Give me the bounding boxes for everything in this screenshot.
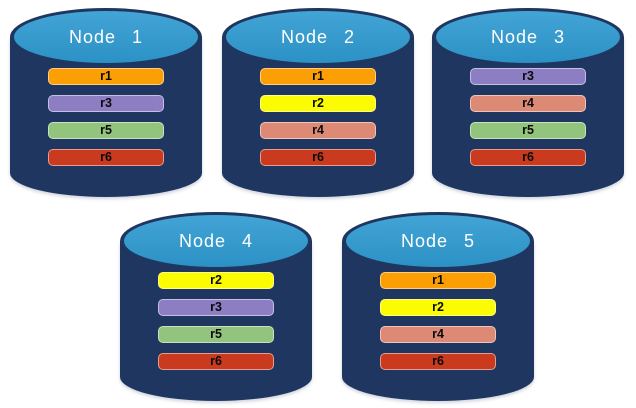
partition-list: r2 r3 r5 r6 xyxy=(158,272,274,380)
partition-bar-r5: r5 xyxy=(48,122,164,139)
partition-label: r1 xyxy=(432,273,444,288)
node-2: Node 2 r1 r2 r4 r6 xyxy=(222,8,414,197)
cylinder-body xyxy=(342,241,534,401)
partition-label: r1 xyxy=(312,69,324,84)
partition-bar-r1: r1 xyxy=(380,272,496,289)
partition-bar-r5: r5 xyxy=(158,326,274,343)
partition-bar-r6: r6 xyxy=(470,149,586,166)
partition-label: r1 xyxy=(100,69,112,84)
node-label: Node 2 xyxy=(281,26,355,47)
partition-bar-r4: r4 xyxy=(260,122,376,139)
partition-bar-r1: r1 xyxy=(260,68,376,85)
partition-bar-r1: r1 xyxy=(48,68,164,85)
partition-list: r1 r2 r4 r6 xyxy=(260,68,376,176)
partition-list: r1 r3 r5 r6 xyxy=(48,68,164,176)
node-label: Node 4 xyxy=(179,230,253,251)
node-4: Node 4 r2 r3 r5 r6 xyxy=(120,212,312,401)
partition-label: r6 xyxy=(100,150,112,165)
partition-label: r3 xyxy=(100,96,112,111)
partition-label: r5 xyxy=(100,123,112,138)
cylinder-top-face: Node 4 xyxy=(124,215,308,267)
partition-bar-r4: r4 xyxy=(380,326,496,343)
cylinder-body xyxy=(432,37,624,197)
node-label: Node 5 xyxy=(401,230,475,251)
partition-bar-r2: r2 xyxy=(158,272,274,289)
cylinder-top-face: Node 1 xyxy=(14,11,198,63)
partition-bar-r6: r6 xyxy=(158,353,274,370)
partition-bar-r3: r3 xyxy=(470,68,586,85)
partition-bar-r3: r3 xyxy=(48,95,164,112)
partition-bar-r6: r6 xyxy=(260,149,376,166)
node-label: Node 1 xyxy=(69,26,143,47)
node-3: Node 3 r3 r4 r5 r6 xyxy=(432,8,624,197)
partition-label: r2 xyxy=(312,96,324,111)
partition-bar-r2: r2 xyxy=(260,95,376,112)
partition-label: r4 xyxy=(522,96,534,111)
node-1: Node 1 r1 r3 r5 r6 xyxy=(10,8,202,197)
partition-label: r4 xyxy=(432,327,444,342)
node-label: Node 3 xyxy=(491,26,565,47)
partition-label: r4 xyxy=(312,123,324,138)
partition-bar-r3: r3 xyxy=(158,299,274,316)
node-5: Node 5 r1 r2 r4 r6 xyxy=(342,212,534,401)
partition-bar-r6: r6 xyxy=(380,353,496,370)
partition-label: r5 xyxy=(210,327,222,342)
partition-bar-r5: r5 xyxy=(470,122,586,139)
partition-list: r3 r4 r5 r6 xyxy=(470,68,586,176)
partition-label: r6 xyxy=(312,150,324,165)
partition-label: r6 xyxy=(432,354,444,369)
cylinder-top-face: Node 5 xyxy=(346,215,530,267)
partition-bar-r2: r2 xyxy=(380,299,496,316)
cylinder-top-face: Node 2 xyxy=(226,11,410,63)
partition-label: r3 xyxy=(210,300,222,315)
partition-bar-r6: r6 xyxy=(48,149,164,166)
partition-bar-r4: r4 xyxy=(470,95,586,112)
partition-label: r2 xyxy=(210,273,222,288)
partition-list: r1 r2 r4 r6 xyxy=(380,272,496,380)
cylinder-body xyxy=(120,241,312,401)
cylinder-body xyxy=(10,37,202,197)
cylinder-top-face: Node 3 xyxy=(436,11,620,63)
partition-label: r2 xyxy=(432,300,444,315)
partition-label: r6 xyxy=(522,150,534,165)
partition-label: r6 xyxy=(210,354,222,369)
partition-label: r5 xyxy=(522,123,534,138)
cylinder-body xyxy=(222,37,414,197)
partition-label: r3 xyxy=(522,69,534,84)
